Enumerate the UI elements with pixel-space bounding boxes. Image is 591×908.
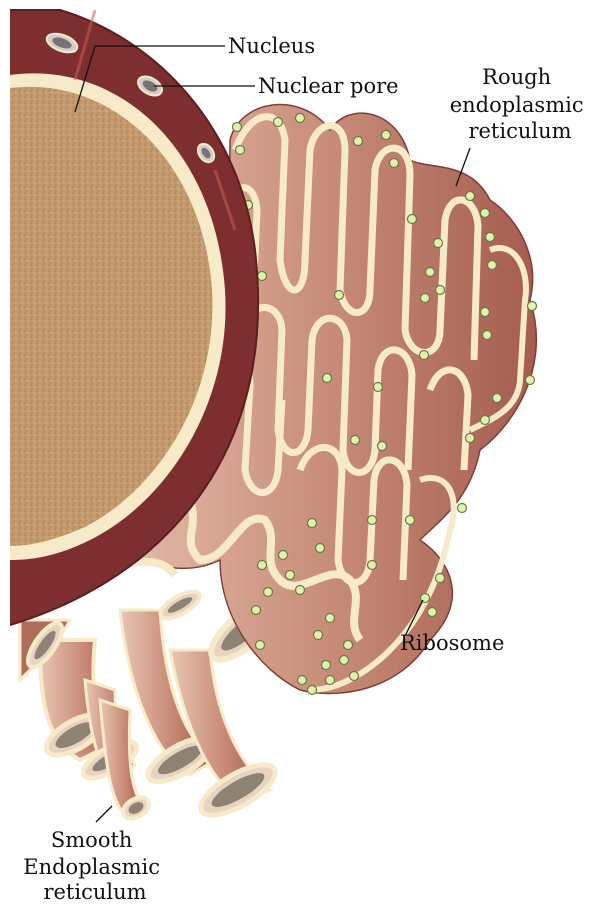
rough-er-label-line-1: Rough bbox=[482, 65, 551, 89]
rough-er-label: Rough endoplasmic reticulum bbox=[450, 65, 591, 143]
smooth-er-label: Smooth Endoplasmic reticulum bbox=[23, 828, 166, 903]
smooth-er-label-line-1: Smooth bbox=[51, 828, 133, 852]
rough-er-label-line-3: reticulum bbox=[468, 119, 571, 143]
smooth-er-label-line-2: Endoplasmic bbox=[23, 855, 160, 879]
nucleus-label: Nucleus bbox=[228, 34, 315, 58]
nuclear-pore-label: Nuclear pore bbox=[258, 74, 399, 98]
ribosome-label: Ribosome bbox=[400, 631, 504, 655]
rough-er-label-line-2: endoplasmic bbox=[450, 93, 584, 117]
smooth-er-leader-line bbox=[96, 806, 112, 822]
smooth-er-label-line-3: reticulum bbox=[43, 880, 146, 903]
